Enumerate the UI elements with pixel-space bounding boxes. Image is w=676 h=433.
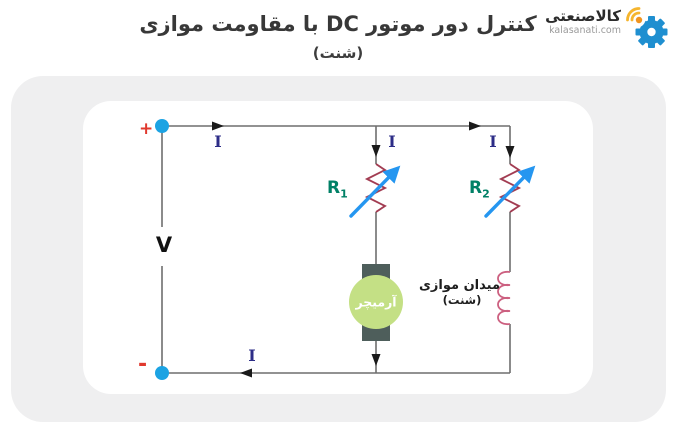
armature-label: آرمیچر [355,294,397,310]
current-label-bottom: I [248,346,256,365]
gear-signal-icon [626,7,668,48]
current-label-mid: I [388,132,396,151]
current-arrows [212,121,515,378]
page-subtitle: (شنت) [312,44,364,62]
signal-icon [626,7,641,22]
current-arrow-right-down [505,146,515,158]
resistor-r1 [364,163,388,213]
resistor-r1-adjust-arrow [349,165,401,218]
terminal-positive-dot [155,119,169,133]
brand-name: کالاصنعتی [545,7,621,25]
brand-domain: kalasanati.com [549,25,621,36]
resistor-r2-adjust-arrow [484,165,536,218]
current-label-right: I [489,132,497,151]
current-arrow-mid-bottom [371,354,381,366]
polarity-plus-label: + [139,119,154,139]
current-arrow-mid-down [371,145,381,157]
brand-logo: کالاصنعتی kalasanati.com [545,4,670,50]
armature-circle [349,275,403,329]
current-arrow-top-right [469,121,481,131]
resistor-r1-label: R1 [327,178,348,200]
gear-icon [628,10,668,48]
resistor-r2-label: R2 [469,178,490,200]
shunt-field-label-line1: میدان موازی [419,278,500,293]
brush-bottom [362,324,390,341]
r2-sub: 2 [482,187,490,201]
page-title: کنترل دور موتور DC با مقاومت موازی [139,12,537,36]
terminal-negative-dot [155,366,169,380]
resistor-r2 [498,163,522,213]
current-arrow-bottom-left [240,368,252,378]
brand-text: کالاصنعتی kalasanati.com [545,7,621,37]
shunt-field-label-line2: (شنت) [442,293,482,307]
r1-sub: 1 [340,187,348,201]
armature-symbol [349,264,403,341]
current-label-top: I [214,132,222,151]
signal-dot [635,16,643,24]
current-arrow-top-left [212,121,224,131]
shunt-field-coil [497,271,511,325]
circuit-wires [161,125,511,374]
r2-base: R [469,178,483,198]
r1-base: R [327,178,341,198]
voltage-label: V [155,233,173,257]
polarity-minus-label: - [138,352,148,377]
shunt-field-label: میدان موازی (شنت) [419,278,500,308]
